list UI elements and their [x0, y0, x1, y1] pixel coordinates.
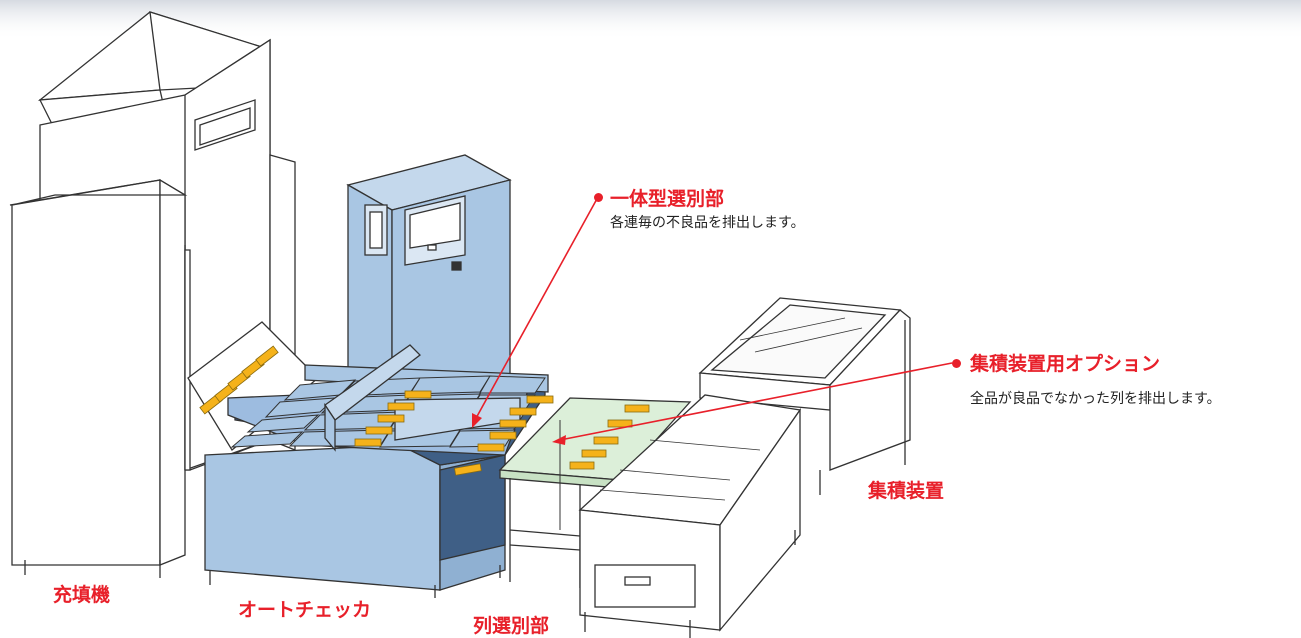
- switch-icon: [451, 261, 462, 271]
- product-piece: [509, 407, 537, 416]
- product-piece: [387, 402, 415, 411]
- callout-dot: [594, 193, 603, 202]
- filler-machine: [9, 11, 296, 578]
- product-piece: [526, 395, 554, 404]
- control-cabinet: [346, 154, 512, 397]
- callout-accumulator-option-desc: 全品が良品でなかった列を排出します。: [970, 391, 1221, 407]
- product-piece: [569, 461, 595, 470]
- product-piece: [581, 449, 607, 458]
- label-row-sorter: 列選別部: [473, 615, 550, 637]
- product-piece: [593, 436, 619, 445]
- product-piece: [354, 438, 382, 447]
- product-piece: [255, 345, 279, 367]
- product-piece: [454, 463, 482, 476]
- callout-accumulator-option-title: 集積装置用オプション: [970, 353, 1161, 375]
- product-piece: [489, 431, 517, 440]
- filler-chute: [187, 321, 319, 451]
- label-auto-checker: オートチェッカ: [238, 599, 372, 621]
- callout-integrated-desc: 各連毎の不良品を排出します。: [610, 215, 805, 231]
- accumulator-drawer: [594, 564, 696, 608]
- callout-integrated-title: 一体型選別部: [610, 188, 725, 210]
- accumulator: [578, 297, 911, 638]
- product-piece: [624, 404, 650, 413]
- auto-checker: [204, 344, 549, 598]
- label-accumulator: 集積装置: [868, 480, 945, 502]
- callout-dot: [952, 359, 961, 368]
- product-piece: [365, 426, 393, 435]
- product-piece: [477, 443, 505, 452]
- product-piece: [377, 414, 405, 423]
- row-sorter: [498, 397, 692, 588]
- product-piece: [607, 419, 633, 428]
- callout-arrows: [472, 196, 953, 445]
- auto-checker-products: [354, 390, 554, 476]
- product-piece: [499, 419, 527, 428]
- product-piece: [404, 390, 432, 399]
- label-filler: 充填機: [53, 584, 111, 606]
